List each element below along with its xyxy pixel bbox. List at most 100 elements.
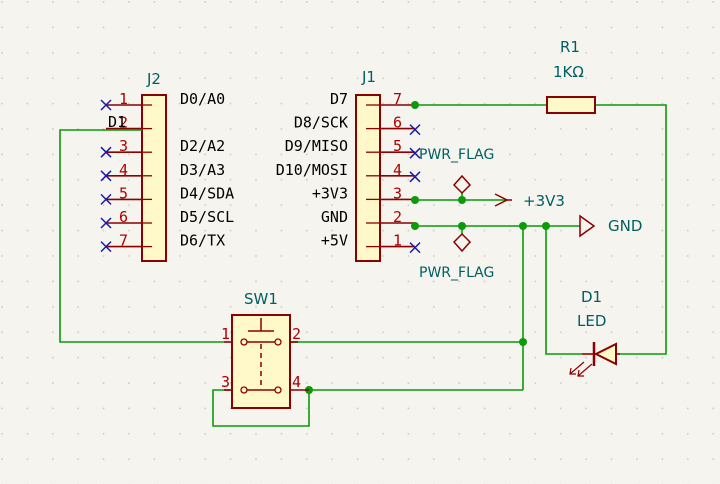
pin-number: 2 (119, 114, 128, 132)
pwr-flag-bottom[interactable]: PWR_FLAG (419, 232, 494, 281)
junction-dot (411, 101, 419, 109)
pin-number: 1 (119, 90, 128, 108)
pwr-flag-bottom-label: PWR_FLAG (419, 265, 494, 281)
junction-dot (519, 222, 527, 230)
wire-j2-pin2-to-sw1[interactable] (59, 129, 224, 343)
pin-name: D7 (330, 90, 348, 108)
j2-pin-1[interactable]: 1 D0/A0 (100, 90, 225, 111)
j1-reference: J1 (361, 68, 376, 86)
pin-number: 4 (393, 161, 402, 179)
r1-value: 1KΩ (553, 63, 584, 81)
pin-name: D8/SCK (294, 114, 348, 132)
junction-dot (458, 196, 466, 204)
junction-dot (411, 222, 419, 230)
junction-dot (411, 196, 419, 204)
sw1-reference: SW1 (244, 290, 278, 308)
j2-body (141, 94, 167, 262)
j2-pin-3[interactable]: 3 D2/A2 (100, 137, 225, 158)
sw1-pins (224, 341, 309, 391)
connector-j1[interactable]: J1 7 D7 6 D8/SCK 5D9/MISO 4 D10/MOSI 3 +3V3 2 GND 1… (276, 68, 421, 262)
switch-sw1[interactable]: SW1 1 2 3 4 (221, 290, 309, 409)
pin-number: 6 (393, 114, 402, 132)
j2-overlap-label: D1 (108, 113, 126, 131)
j2-pins: 1 D0/A0 2 3 D2/A2 4 D3/A3 5 D4/SDA 6 D5/SCL 7 D6/TX (100, 90, 234, 253)
pwr-flag-diamond-icon (452, 174, 472, 195)
pin-name: D10/MOSI (276, 161, 348, 179)
junction-dot (458, 222, 466, 230)
junctions (305, 101, 550, 394)
gnd-symbol-icon (579, 214, 596, 238)
j2-pin-2[interactable]: 2 (106, 114, 152, 132)
sw1-pin1-number: 1 (221, 325, 230, 343)
no-connect-icon (100, 241, 112, 253)
r1-reference: R1 (560, 38, 580, 56)
pin-name: D5/SCL (180, 208, 234, 226)
power-gnd-label: GND (608, 217, 642, 235)
j2-pin-5[interactable]: 5 D4/SDA (100, 184, 234, 205)
j2-pin-7[interactable]: 7 D6/TX (100, 232, 225, 253)
pin-number: 2 (393, 208, 402, 226)
sw1-contacts (240, 338, 282, 394)
led-d1[interactable]: D1 LED (569, 288, 620, 377)
j2-reference: J2 (146, 70, 161, 88)
connector-j2[interactable]: J2 1 D0/A0 2 3 D2/A2 4 D3/A3 5 D4/SDA 6 D5/SCL 7 D6/… (100, 70, 234, 262)
j1-pin-4[interactable]: 4 D10/MOSI (276, 161, 421, 183)
j1-pin-3[interactable]: 3 +3V3 (312, 184, 415, 202)
no-connect-icon (409, 242, 421, 254)
wire-led-to-gnd[interactable] (545, 226, 582, 355)
power-3v3[interactable]: +3V3 (494, 192, 565, 210)
junction-dot (519, 338, 527, 346)
no-connect-icon (100, 217, 112, 229)
power-3v3-label: +3V3 (523, 192, 565, 210)
wire-r1-to-led[interactable] (595, 104, 667, 355)
sw1-pin2-number: 2 (292, 325, 301, 343)
pwr-flag-top-label: PWR_FLAG (419, 147, 494, 163)
sw1-pin4-number: 4 (292, 373, 301, 391)
pin-number: 7 (393, 90, 402, 108)
pin-number: 1 (393, 232, 402, 250)
no-connect-icon (409, 171, 421, 183)
j2-pin-6[interactable]: 6 D5/SCL (100, 208, 234, 229)
no-connect-icon (100, 146, 112, 158)
pwr-flag-top[interactable]: PWR_FLAG (419, 147, 494, 195)
d1-reference: D1 (581, 288, 602, 306)
pin-name: GND (321, 208, 348, 226)
j1-pin-1[interactable]: 1 +5V (321, 232, 421, 254)
pin-number: 4 (119, 161, 128, 179)
wires (59, 104, 667, 427)
j1-pins: 7 D7 6 D8/SCK 5D9/MISO 4 D10/MOSI 3 +3V3 2 GND 1 +5V (276, 90, 421, 254)
pin-number: 5 (393, 137, 402, 155)
sw1-pin3-number: 3 (221, 373, 230, 391)
wire-sw1-pin3-loop[interactable] (212, 389, 310, 427)
pwr-flag-diamond-icon (452, 232, 472, 253)
pin-number: 6 (119, 208, 128, 226)
pin-name: D6/TX (180, 232, 225, 250)
pin-number: 3 (119, 137, 128, 155)
pin-number: 5 (119, 184, 128, 202)
j1-pin-6[interactable]: 6 D8/SCK (294, 114, 421, 136)
pin-name: D3/A3 (180, 161, 225, 179)
sw1-mechanism (241, 318, 281, 391)
j1-pin-2[interactable]: 2 GND (321, 208, 415, 226)
pin-name: D4/SDA (180, 184, 234, 202)
no-connect-icon (409, 147, 421, 159)
pin-name: D2/A2 (180, 137, 225, 155)
j1-pin-7[interactable]: 7 D7 (330, 90, 415, 108)
no-connect-icon (409, 124, 421, 136)
resistor-r1[interactable]: R1 1KΩ (546, 38, 596, 114)
junction-dot (542, 222, 550, 230)
j1-pin-5[interactable]: 5D9/MISO (285, 137, 421, 159)
power-gnd[interactable]: GND (579, 214, 642, 238)
r1-body (546, 96, 596, 114)
led-light-arrows-icon (569, 361, 593, 377)
pin-number: 3 (393, 184, 402, 202)
no-connect-icon (100, 193, 112, 205)
pin-number: 7 (119, 232, 128, 250)
pin-name: +5V (321, 232, 348, 250)
pin-name: D0/A0 (180, 90, 225, 108)
j2-pin-4[interactable]: 4 D3/A3 (100, 161, 225, 182)
d1-value: LED (577, 312, 606, 330)
no-connect-icon (100, 99, 112, 111)
pin-name: +3V3 (312, 184, 348, 202)
